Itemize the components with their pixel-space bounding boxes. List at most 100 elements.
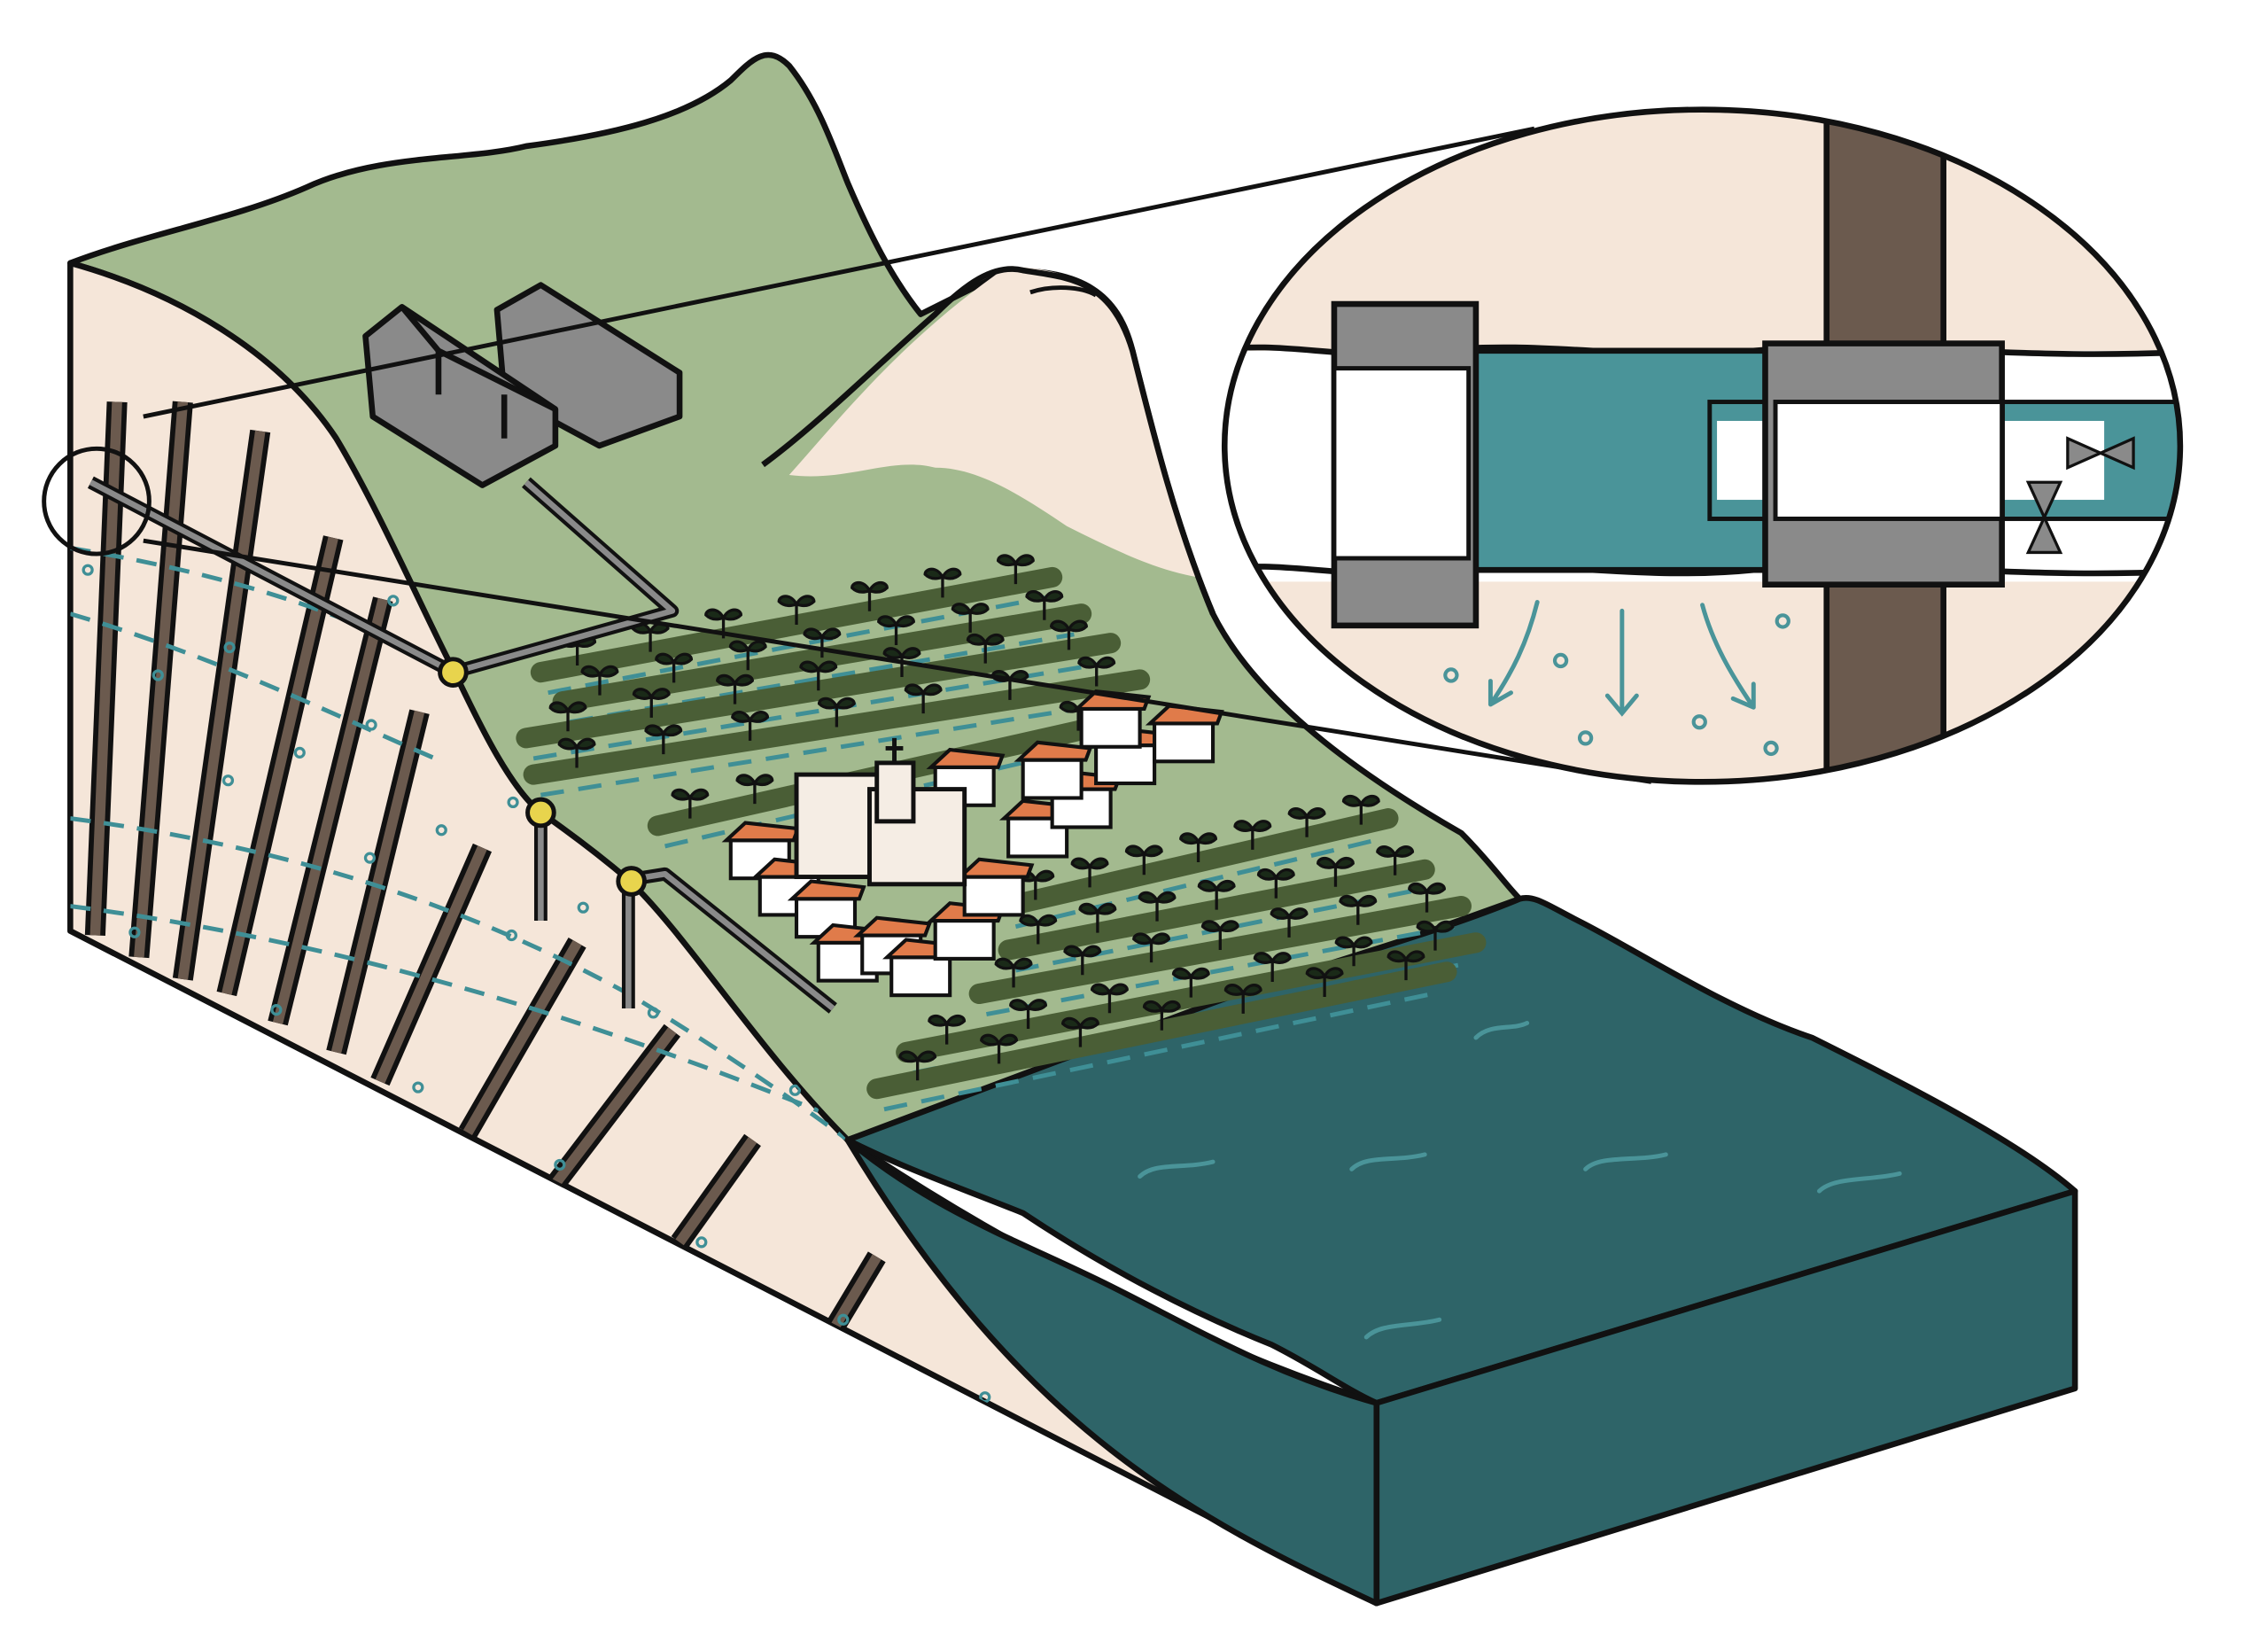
plant-icon bbox=[1124, 844, 1163, 876]
plant-icon bbox=[1132, 932, 1170, 963]
moisture-dot bbox=[365, 719, 377, 731]
plant-icon bbox=[1025, 589, 1064, 620]
callout-line bbox=[143, 538, 1652, 784]
moisture-dot bbox=[482, 1187, 494, 1199]
moisture-dot bbox=[317, 1366, 330, 1379]
mountain-outline bbox=[761, 266, 1216, 615]
house bbox=[933, 918, 996, 961]
callout-lines bbox=[143, 126, 1652, 784]
moisture-dot bbox=[128, 926, 141, 938]
plant-icon bbox=[731, 711, 770, 741]
moisture-dot bbox=[624, 1264, 636, 1276]
wave bbox=[1363, 1317, 1442, 1340]
plant-icon bbox=[1256, 868, 1295, 899]
plant-icon bbox=[980, 1033, 1019, 1064]
callout-line bbox=[143, 126, 1535, 419]
mountain-crater bbox=[1029, 285, 1098, 298]
moisture-dot bbox=[223, 642, 236, 654]
plant-icon bbox=[1019, 914, 1058, 945]
plant-icon bbox=[1078, 902, 1117, 933]
house bbox=[1094, 743, 1157, 786]
sea-waves bbox=[1138, 1020, 1902, 1340]
plant-icon bbox=[735, 774, 774, 805]
moisture-dot bbox=[363, 852, 377, 864]
greenhouses bbox=[362, 282, 683, 488]
plant-icon bbox=[1341, 794, 1380, 825]
plant-icon bbox=[1063, 945, 1102, 976]
irrigation-line bbox=[883, 990, 1441, 1112]
irrigation-line bbox=[532, 661, 1104, 761]
junction-node bbox=[616, 866, 647, 897]
moisture-dot bbox=[530, 1416, 543, 1428]
moisture-dot bbox=[245, 1394, 258, 1406]
moisture-dot bbox=[507, 796, 519, 809]
arrow-icon bbox=[1487, 600, 1540, 707]
plant-icon bbox=[580, 665, 619, 696]
mountain bbox=[788, 266, 1214, 614]
house-roof bbox=[787, 879, 866, 901]
wave bbox=[1583, 1152, 1668, 1171]
plant-icon bbox=[803, 627, 842, 658]
plant-icon bbox=[877, 615, 915, 646]
plant-icon bbox=[951, 603, 990, 633]
plant-icon bbox=[1142, 1000, 1181, 1031]
foundation-post-fill bbox=[375, 845, 487, 1084]
foundation-post-fill bbox=[177, 430, 266, 980]
crop-fields bbox=[516, 554, 1487, 1112]
moisture-dot bbox=[105, 1183, 118, 1196]
moisture-dot bbox=[293, 746, 306, 759]
house-roof bbox=[926, 747, 1006, 769]
plant-icon bbox=[671, 788, 710, 819]
plant-icon bbox=[1070, 857, 1109, 888]
plant-icon bbox=[1077, 656, 1116, 687]
valve-icon bbox=[2025, 480, 2063, 555]
plant-icon bbox=[850, 580, 889, 611]
plant-icon bbox=[1009, 999, 1047, 1029]
moisture-dot bbox=[388, 1338, 401, 1350]
plant-icon bbox=[1061, 1016, 1099, 1047]
moisture-dot bbox=[765, 1342, 778, 1354]
plant-icon bbox=[1386, 950, 1425, 981]
wave bbox=[1138, 1159, 1216, 1179]
moisture-dot bbox=[435, 824, 447, 837]
plant-icon bbox=[904, 683, 943, 714]
lens-seepage-arrows bbox=[1487, 600, 1756, 717]
moisture-dot bbox=[1691, 714, 1707, 730]
house bbox=[1021, 758, 1084, 800]
house bbox=[962, 875, 1025, 917]
seepage-line bbox=[70, 904, 819, 1113]
irrigation-line bbox=[985, 924, 1455, 1017]
moisture-dot bbox=[647, 1007, 659, 1019]
moisture-dot bbox=[1443, 667, 1459, 683]
village bbox=[721, 689, 1224, 998]
moisture-dot bbox=[1775, 613, 1790, 629]
house-roof bbox=[955, 857, 1035, 879]
plant-icon bbox=[1317, 856, 1355, 887]
plant-icon bbox=[994, 957, 1033, 988]
pipe-detail-lens-frame bbox=[1221, 106, 2184, 785]
detail-focus-circle bbox=[42, 446, 151, 556]
foundation-post-fill bbox=[551, 1027, 677, 1187]
plant-icon bbox=[777, 595, 816, 626]
sea-side-face bbox=[844, 1137, 1380, 1607]
plant-icon bbox=[548, 701, 587, 732]
plant-icon bbox=[655, 652, 694, 683]
house-roof bbox=[1014, 740, 1093, 762]
moisture-dot bbox=[387, 595, 400, 607]
moisture-dot bbox=[246, 1261, 260, 1273]
valve-icon bbox=[2066, 436, 2135, 471]
house bbox=[1153, 721, 1216, 764]
foundation-post-fill bbox=[462, 939, 582, 1136]
moisture-dot bbox=[198, 1031, 211, 1044]
plant-icon bbox=[882, 647, 921, 677]
moisture-dot bbox=[907, 1419, 920, 1431]
plant-icon bbox=[1416, 920, 1455, 951]
plant-icon bbox=[928, 1014, 967, 1045]
plant-icon bbox=[1339, 894, 1378, 925]
moisture-dot bbox=[979, 1391, 991, 1404]
wave bbox=[1473, 1020, 1530, 1040]
moisture-dot bbox=[1763, 740, 1779, 757]
junction-node bbox=[525, 797, 556, 829]
house bbox=[889, 955, 952, 998]
